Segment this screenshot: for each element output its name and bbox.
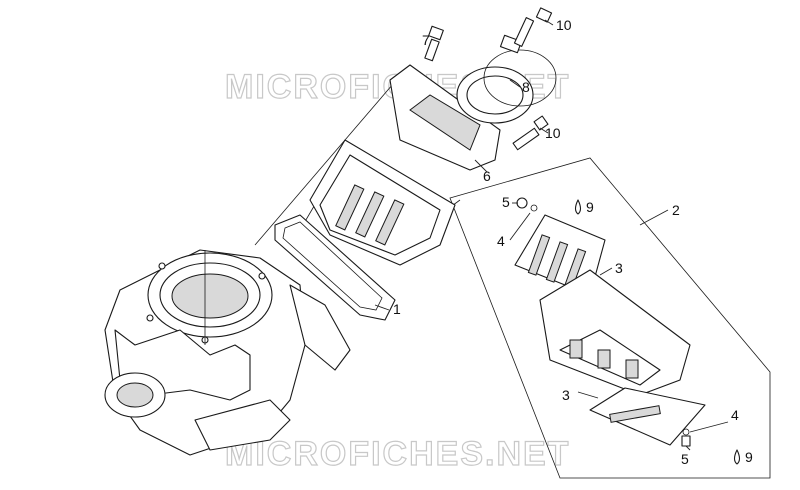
label-2: 2 xyxy=(672,202,680,218)
label-1: 1 xyxy=(393,301,401,317)
reed-block-left xyxy=(309,139,456,266)
label-8: 8 xyxy=(522,79,530,95)
label-3b: 3 xyxy=(562,387,570,403)
screw-5-top xyxy=(516,197,528,209)
adhesive-drop-9-top xyxy=(574,199,582,215)
intake-manifold xyxy=(389,64,534,171)
label-6: 6 xyxy=(483,168,491,184)
cylinder xyxy=(104,249,351,456)
label-5b: 5 xyxy=(681,451,689,467)
label-10b: 10 xyxy=(545,125,561,141)
bolt-7 xyxy=(424,25,444,62)
label-10a: 10 xyxy=(556,17,572,33)
washer-4-bottom xyxy=(682,428,690,436)
watermark-bottom: MICROFICHES.NET xyxy=(225,435,570,473)
label-5a: 5 xyxy=(502,194,510,210)
leader-lines xyxy=(374,19,729,451)
label-7: 7 xyxy=(422,32,430,48)
label-4b: 4 xyxy=(731,407,739,423)
adhesive-drop-9-bottom xyxy=(733,449,741,465)
screw-10-top xyxy=(513,7,553,47)
reed-petal-lower xyxy=(589,387,706,446)
reed-block-right xyxy=(539,269,691,396)
label-3a: 3 xyxy=(615,260,623,276)
gasket xyxy=(274,214,396,321)
screw-5-bottom xyxy=(681,435,691,447)
screw-10-mid xyxy=(512,115,549,151)
label-4a: 4 xyxy=(497,233,505,249)
washer-4-top xyxy=(530,204,538,212)
label-9b: 9 xyxy=(745,449,753,465)
kit-outline xyxy=(449,157,771,479)
label-9a: 9 xyxy=(586,199,594,215)
